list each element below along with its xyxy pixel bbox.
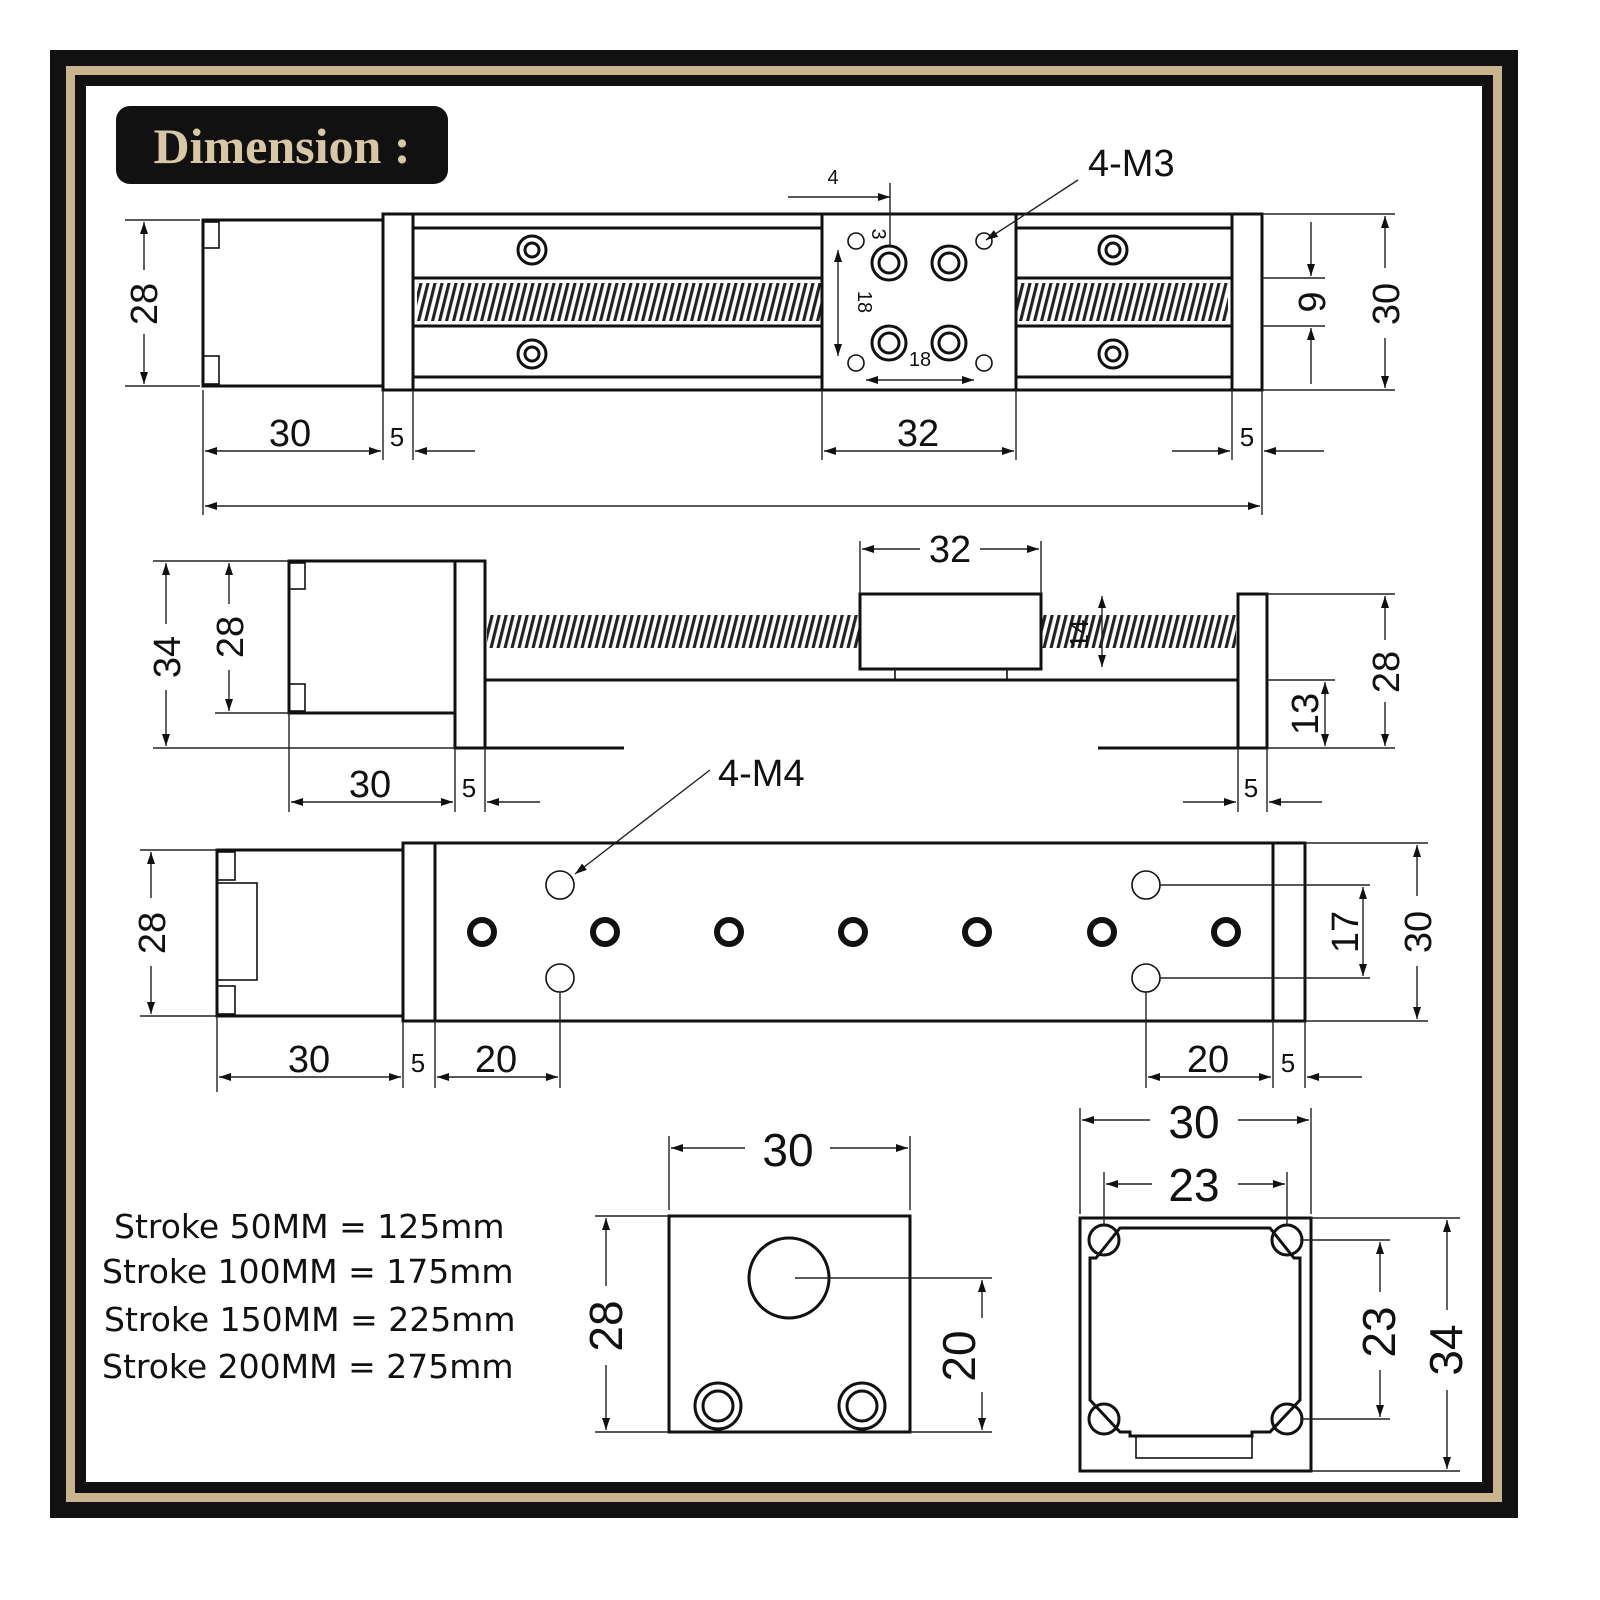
dim-motor-len-side: 30 — [349, 764, 391, 806]
dim-end-height: 28 — [580, 1300, 632, 1351]
title-badge: Dimension : — [116, 106, 448, 184]
dim-slider-height: 14 — [1064, 620, 1094, 649]
stroke-item: Stroke 150MM = 225mm — [104, 1300, 516, 1339]
page-title: Dimension : — [154, 118, 411, 174]
dim-overall-height-side: 34 — [147, 636, 189, 678]
bottom-view: 4-M4 28 — [132, 753, 1440, 1092]
dim-total-height: 30 — [1366, 283, 1408, 325]
slider-block — [820, 212, 1018, 392]
dim-end-right-bottom: 5 — [1281, 1048, 1295, 1078]
dim-end-width: 30 — [762, 1124, 813, 1176]
dim-slider-width: 32 — [897, 413, 939, 455]
dim-motor-width: 30 — [1168, 1096, 1219, 1148]
dim-hole-offset: 4 — [827, 167, 838, 189]
side-view: 32 14 34 28 13 28 30 5 5 — [147, 529, 1408, 812]
stroke-item: Stroke 50MM = 125mm — [114, 1207, 505, 1246]
dim-hole-edge: 3 — [867, 228, 889, 239]
stroke-item: Stroke 200MM = 275mm — [102, 1347, 514, 1386]
dim-hole-spacing: 17 — [1325, 911, 1367, 953]
slider-holes — [847, 232, 993, 372]
dim-end-left-side: 5 — [462, 773, 476, 803]
callout-4-m4: 4-M4 — [718, 753, 805, 795]
dim-motor-height: 34 — [1420, 1324, 1472, 1375]
dim-hole-right: 20 — [1187, 1039, 1229, 1081]
lead-screw-side — [487, 615, 860, 648]
dim-hole-v: 18 — [853, 291, 875, 313]
dim-rail-gap: 9 — [1292, 291, 1334, 312]
dim-end-left: 5 — [390, 422, 404, 452]
dim-height-bottom: 30 — [1398, 911, 1440, 953]
stroke-list: Stroke 50MM = 125mm Stroke 100MM = 175mm… — [102, 1207, 516, 1386]
end-view: 30 28 20 — [580, 1124, 992, 1434]
top-view: 4-M3 4 3 18 18 28 9 30 30 — [124, 143, 1408, 515]
dim-motor-height: 28 — [124, 283, 166, 325]
dim-end-right-side: 5 — [1244, 773, 1258, 803]
motor-view: 30 23 23 34 — [1078, 1096, 1472, 1473]
slider-side — [858, 592, 1043, 671]
dim-motor-len-bottom: 30 — [288, 1039, 330, 1081]
stroke-item: Stroke 100MM = 175mm — [102, 1252, 514, 1291]
dim-motor-height-side: 28 — [210, 616, 252, 658]
dim-end-left-bottom: 5 — [411, 1048, 425, 1078]
dim-end-height: 28 — [1366, 651, 1408, 693]
dim-motor-inner: 23 — [1168, 1159, 1219, 1211]
mount-holes — [516, 234, 1129, 370]
dim-hole-left: 20 — [475, 1039, 517, 1081]
dim-motor-height-bottom: 28 — [132, 912, 174, 954]
dim-slider-width-side: 32 — [929, 529, 971, 571]
callout-4-m3: 4-M3 — [1088, 143, 1175, 185]
dim-hole-h: 18 — [909, 349, 931, 371]
dim-motor-v-inner: 23 — [1353, 1306, 1405, 1357]
dim-end-center: 20 — [933, 1330, 985, 1381]
dim-motor-len: 30 — [269, 413, 311, 455]
dim-end-right: 5 — [1240, 422, 1254, 452]
dim-rail-height: 13 — [1285, 693, 1327, 735]
base-holes — [467, 870, 1241, 993]
